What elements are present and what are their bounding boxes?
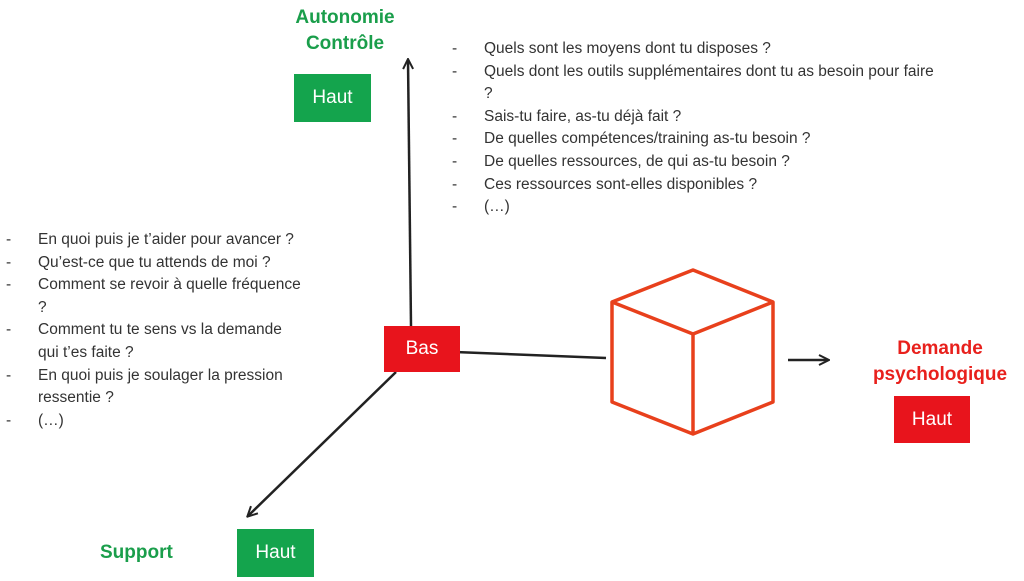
demand-axis-title: Demande psychologique [862, 336, 1018, 388]
support-axis-title: Support [100, 540, 196, 566]
list-item: Quels sont les moyens dont tu disposes ? [452, 38, 942, 61]
horizontal-axis-line [454, 350, 607, 360]
list-item: Quels dont les outils supplémentaires do… [452, 61, 942, 106]
demand-level-label: Haut [911, 408, 953, 430]
list-item: Ces ressources sont-elles disponibles ? [452, 174, 942, 197]
list-item: Comment se revoir à quelle fréquence ? [6, 274, 306, 319]
autonomy-title-line1: Autonomie [295, 7, 395, 28]
list-item: (…) [6, 410, 306, 433]
autonomy-axis-title: Autonomie Contrôle [280, 5, 410, 57]
list-item: En quoi puis je t’aider pour avancer ? [6, 229, 306, 252]
support-level-label: Haut [255, 542, 296, 563]
vertical-axis-arrow [408, 60, 411, 327]
support-title: Support [100, 542, 173, 563]
origin-label: Bas [405, 338, 439, 359]
demand-title-line2: psychologique [872, 364, 1008, 385]
autonomy-questions-list: Quels sont les moyens dont tu disposes ?… [452, 38, 942, 219]
autonomy-level-box: Haut [294, 74, 371, 122]
list-item: Sais-tu faire, as-tu déjà fait ? [452, 106, 942, 129]
support-level-box: Haut [237, 529, 314, 577]
list-item: Qu’est-ce que tu attends de moi ? [6, 252, 306, 275]
list-item: De quelles compétences/training as-tu be… [452, 128, 942, 151]
origin-box: Bas [384, 326, 460, 372]
list-item: Comment tu te sens vs la demande qui t’e… [6, 319, 306, 364]
demand-title-line1: Demande [897, 338, 983, 359]
list-item: En quoi puis je soulager la pression res… [6, 365, 306, 410]
autonomy-title-line2: Contrôle [305, 33, 385, 54]
diagonal-axis-arrow [248, 371, 397, 516]
autonomy-level-label: Haut [312, 87, 353, 108]
support-questions-list: En quoi puis je t’aider pour avancer ? Q… [6, 229, 306, 432]
list-item: De quelles ressources, de qui as-tu beso… [452, 151, 942, 174]
list-item: (…) [452, 196, 942, 219]
cube-icon [610, 268, 775, 436]
demand-level-box: Haut [894, 396, 970, 443]
